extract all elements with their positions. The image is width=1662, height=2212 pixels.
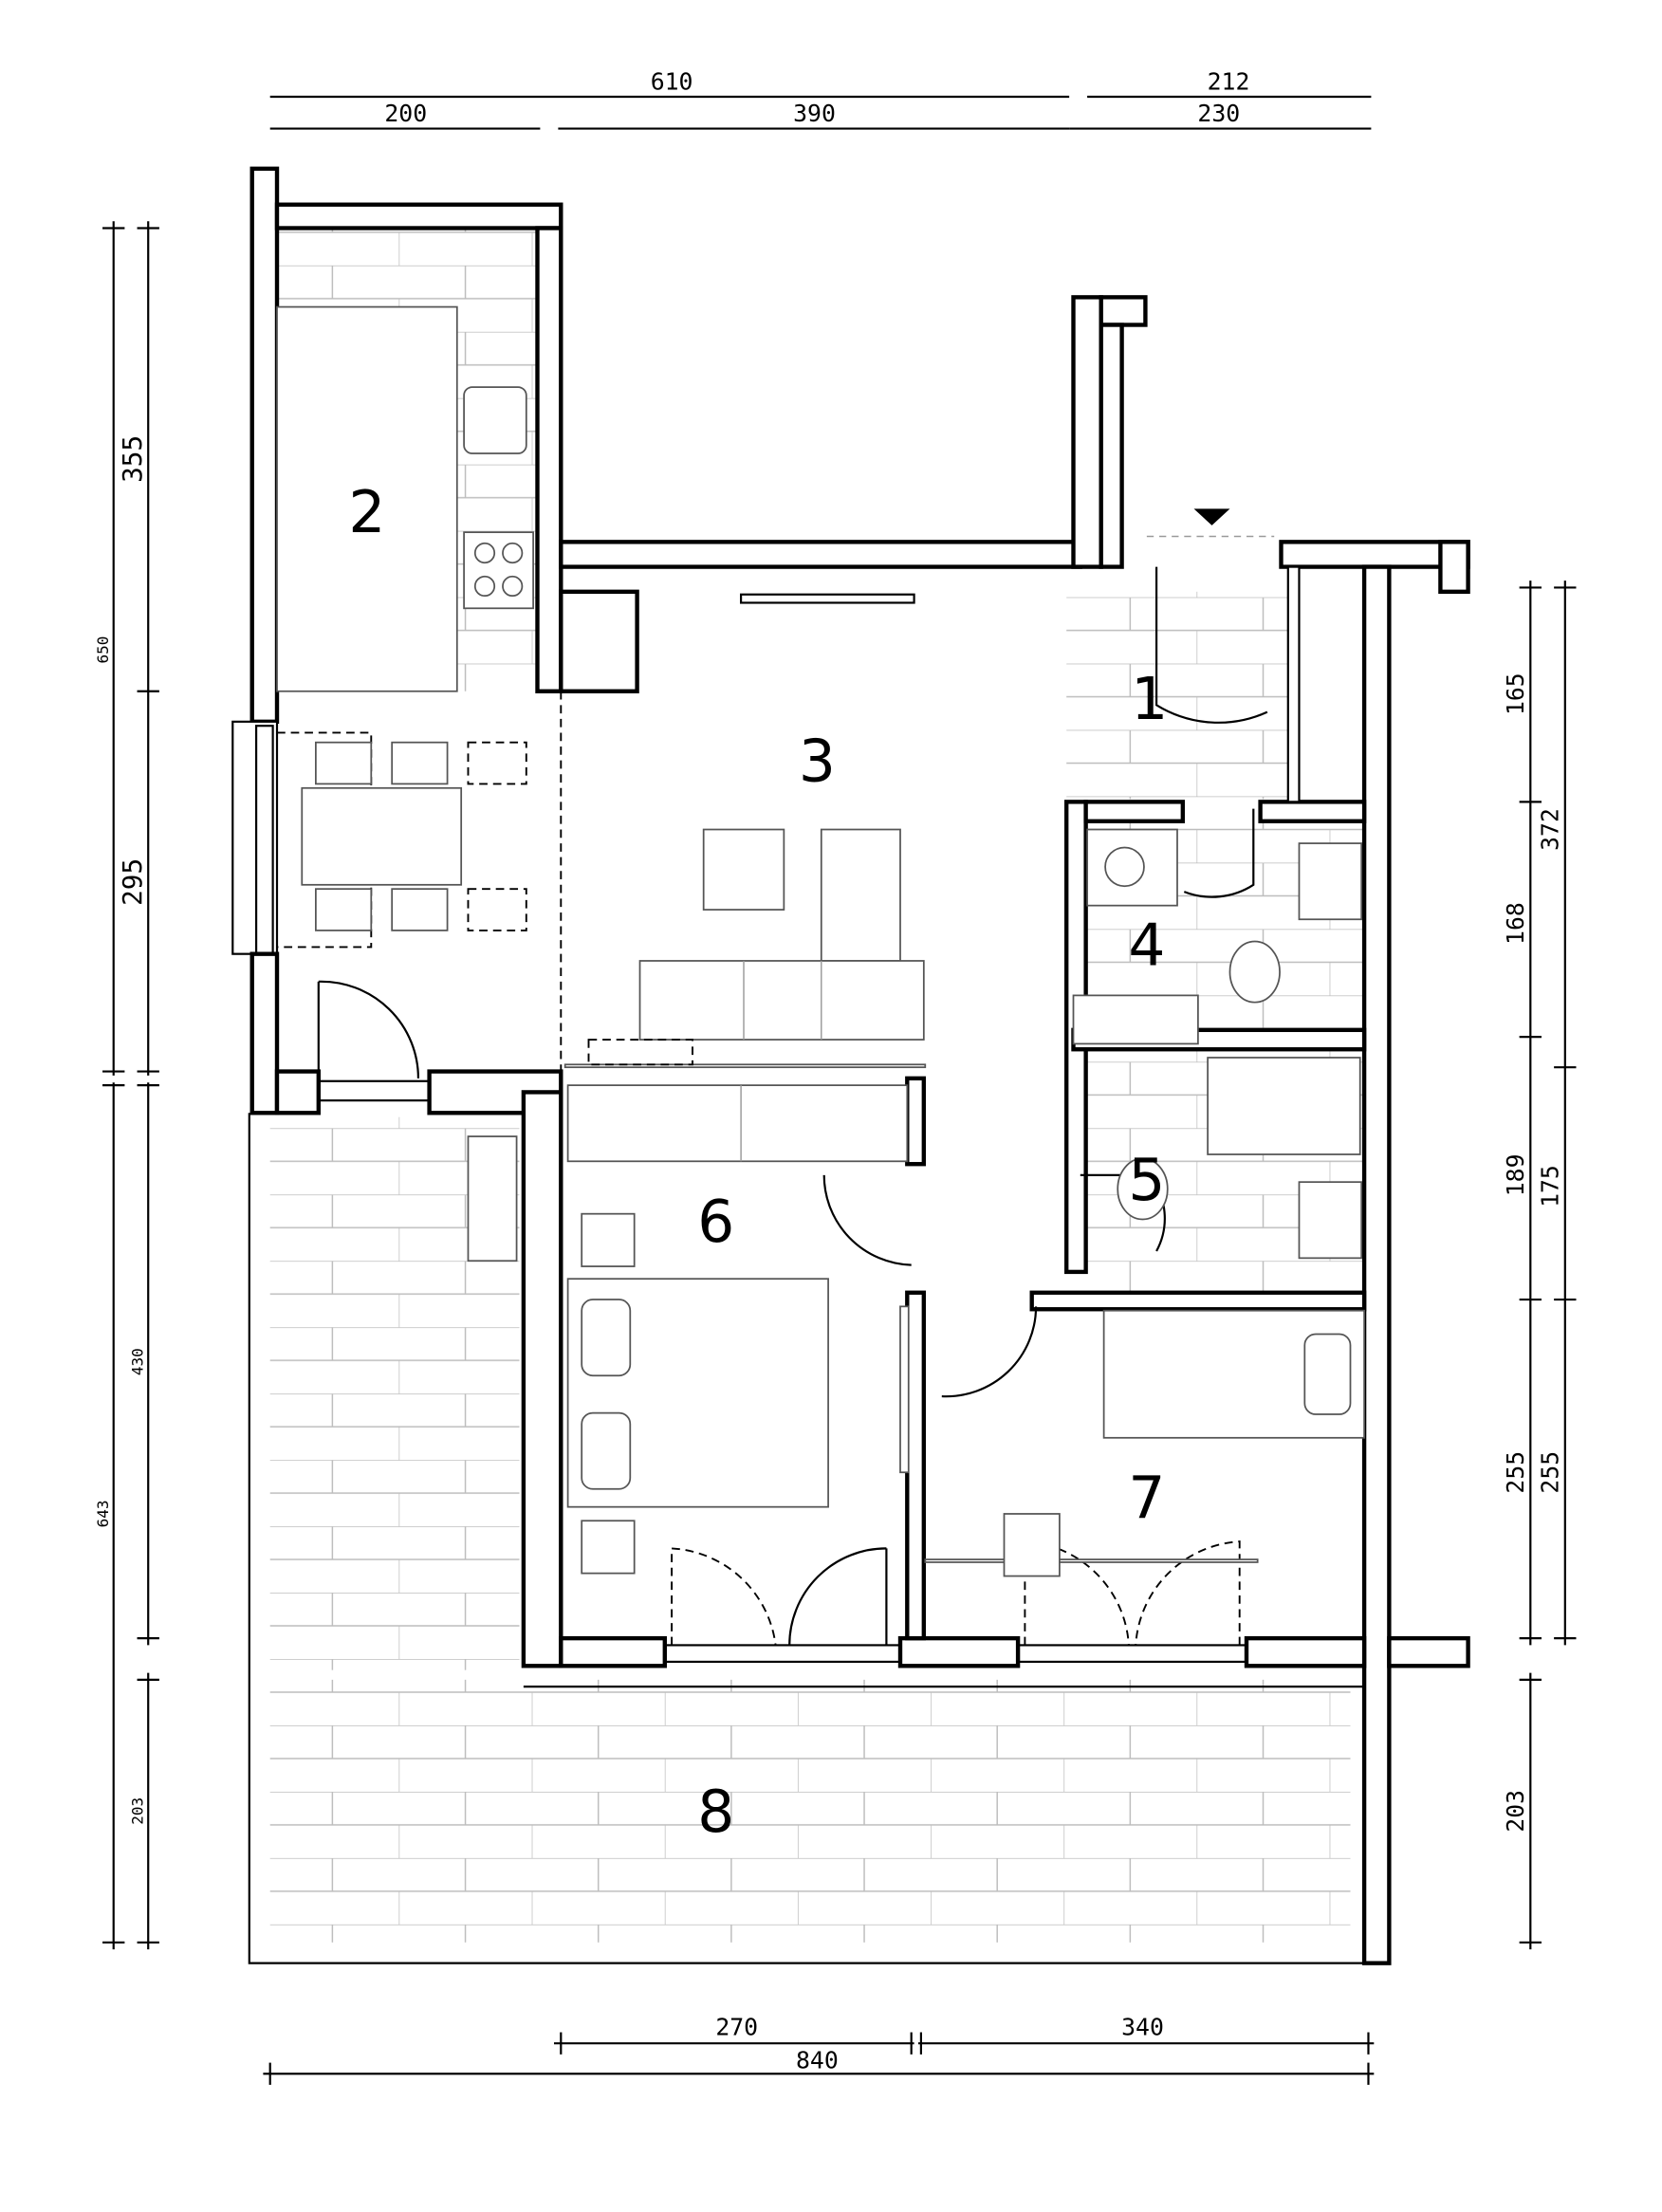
- dim-left-650: 650: [94, 636, 112, 664]
- dim-top-390: 390: [793, 100, 836, 127]
- dim-top-610: 610: [651, 68, 693, 96]
- furniture: [276, 305, 1365, 1577]
- room-5-label: 5: [1128, 1147, 1165, 1214]
- room-7-label: 7: [1128, 1465, 1165, 1532]
- balcony-floor: [269, 1679, 1351, 1943]
- entrance-floor: [1066, 591, 1288, 800]
- dim-top-200: 200: [384, 100, 427, 127]
- room-2-label: 2: [348, 479, 385, 546]
- dim-right-165: 165: [1502, 673, 1529, 715]
- dim-bottom-270: 270: [715, 2013, 758, 2040]
- dim-right-203: 203: [1502, 1790, 1529, 1833]
- bathtub: [1207, 1057, 1361, 1155]
- dining-table: [301, 786, 463, 886]
- room-3-label: 3: [799, 728, 836, 796]
- toilet: [1228, 940, 1281, 1004]
- dim-bottom-840: 840: [796, 2046, 839, 2074]
- dim-top-230: 230: [1197, 100, 1240, 127]
- armchair: [702, 828, 785, 911]
- sofa: [638, 960, 925, 1041]
- room-8-label: 8: [697, 1779, 734, 1846]
- dim-left-295: 295: [117, 858, 148, 906]
- dim-right-189: 189: [1502, 1154, 1529, 1197]
- dim-right-175: 175: [1536, 1165, 1563, 1207]
- windows: [255, 593, 1248, 1664]
- dim-right-255-outer: 255: [1536, 1451, 1563, 1494]
- room-1-label: 1: [1131, 666, 1168, 733]
- cooktop: [463, 531, 534, 610]
- dim-top-212: 212: [1208, 68, 1250, 96]
- room-labels: 1 2 3 4 5 6 7 8: [348, 479, 1168, 1846]
- dim-right-168: 168: [1502, 902, 1529, 945]
- dim-right-372: 372: [1536, 808, 1563, 851]
- dim-right-255-inner: 255: [1502, 1451, 1529, 1494]
- entrance-arrow-icon: [1193, 508, 1230, 525]
- dim-bottom-340: 340: [1121, 2013, 1164, 2040]
- walls: [231, 166, 1470, 1965]
- dimension-lines: 610 212 200 390 230 650 643 355 295 430 …: [94, 68, 1577, 2085]
- dim-left-430: 430: [128, 1348, 146, 1375]
- sink: [463, 386, 527, 454]
- wardrobe: [566, 1084, 909, 1163]
- room-4-label: 4: [1128, 912, 1165, 979]
- dim-left-203: 203: [128, 1797, 146, 1825]
- room-6-label: 6: [697, 1189, 734, 1256]
- bathroom-sink: [1298, 842, 1363, 921]
- dim-left-643: 643: [94, 1500, 112, 1527]
- dim-left-355: 355: [117, 435, 148, 483]
- outdoor-bench: [467, 1135, 518, 1263]
